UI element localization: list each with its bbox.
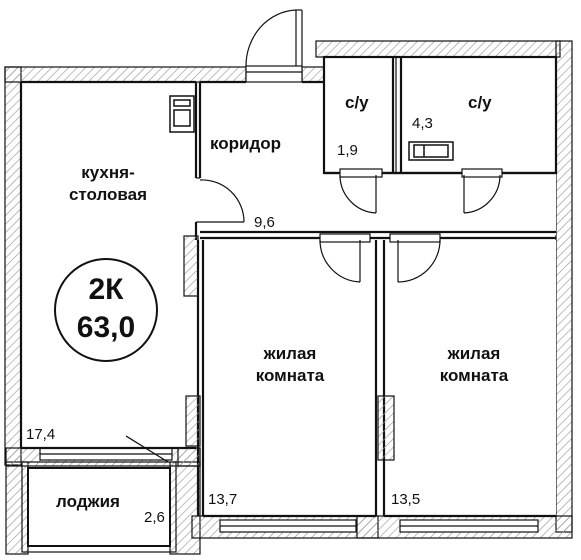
loggia-area: 2,6: [144, 509, 165, 526]
bath-large-label: с/у: [468, 93, 492, 112]
room-doors: [319, 233, 441, 283]
corridor-area: 9,6: [254, 214, 275, 231]
apartment-type: 2К: [88, 273, 124, 306]
wall-top-kitchen: [4, 66, 247, 83]
bath-small-area: 1,9: [337, 142, 358, 159]
kitchen-door: [196, 177, 245, 223]
kitchen-name-line1: кухня-: [81, 163, 135, 182]
wall-piers: [177, 235, 395, 467]
kitchen-label: кухня- столовая: [48, 162, 168, 206]
wall-right: [555, 40, 573, 533]
wall-loggia-left: [5, 461, 29, 555]
apartment-total-area: 63,0: [76, 311, 136, 344]
living-left-area: 13,7: [208, 491, 238, 508]
wall-top-right: [301, 66, 325, 83]
living-right-area: 13,5: [391, 491, 421, 508]
corridor-label: коридор: [210, 134, 282, 153]
loggia-label: лоджия: [56, 492, 120, 511]
loggia-door: [125, 435, 169, 463]
living-left-name-line2: комната: [255, 366, 325, 385]
wall-top-baths: [315, 40, 561, 58]
loggia-frame: [21, 461, 177, 553]
living-right-name-line1: жилая: [447, 344, 501, 363]
bath-doors: [339, 168, 503, 214]
room-floors: [21, 57, 556, 546]
kitchen-window: [39, 447, 173, 461]
bathtub-icon: [408, 141, 454, 161]
living-left-label: жилая комната: [230, 343, 350, 387]
living-right-name-line2: комната: [439, 366, 509, 385]
kitchen-area: 17,4: [26, 426, 56, 443]
apartment-badge: 2К 63,0: [54, 258, 158, 362]
kitchen-name-line2: столовая: [68, 185, 148, 204]
bath-small-label: с/у: [345, 93, 369, 112]
wall-left: [4, 66, 22, 466]
living-left-name-line1: жилая: [263, 344, 317, 363]
entrance-door: [245, 9, 303, 83]
living-right-label: жилая комната: [414, 343, 534, 387]
stove-icon: [169, 95, 195, 133]
room-windows: [219, 519, 539, 533]
bath-large-area: 4,3: [412, 115, 433, 132]
wall-loggia-right: [169, 461, 201, 555]
